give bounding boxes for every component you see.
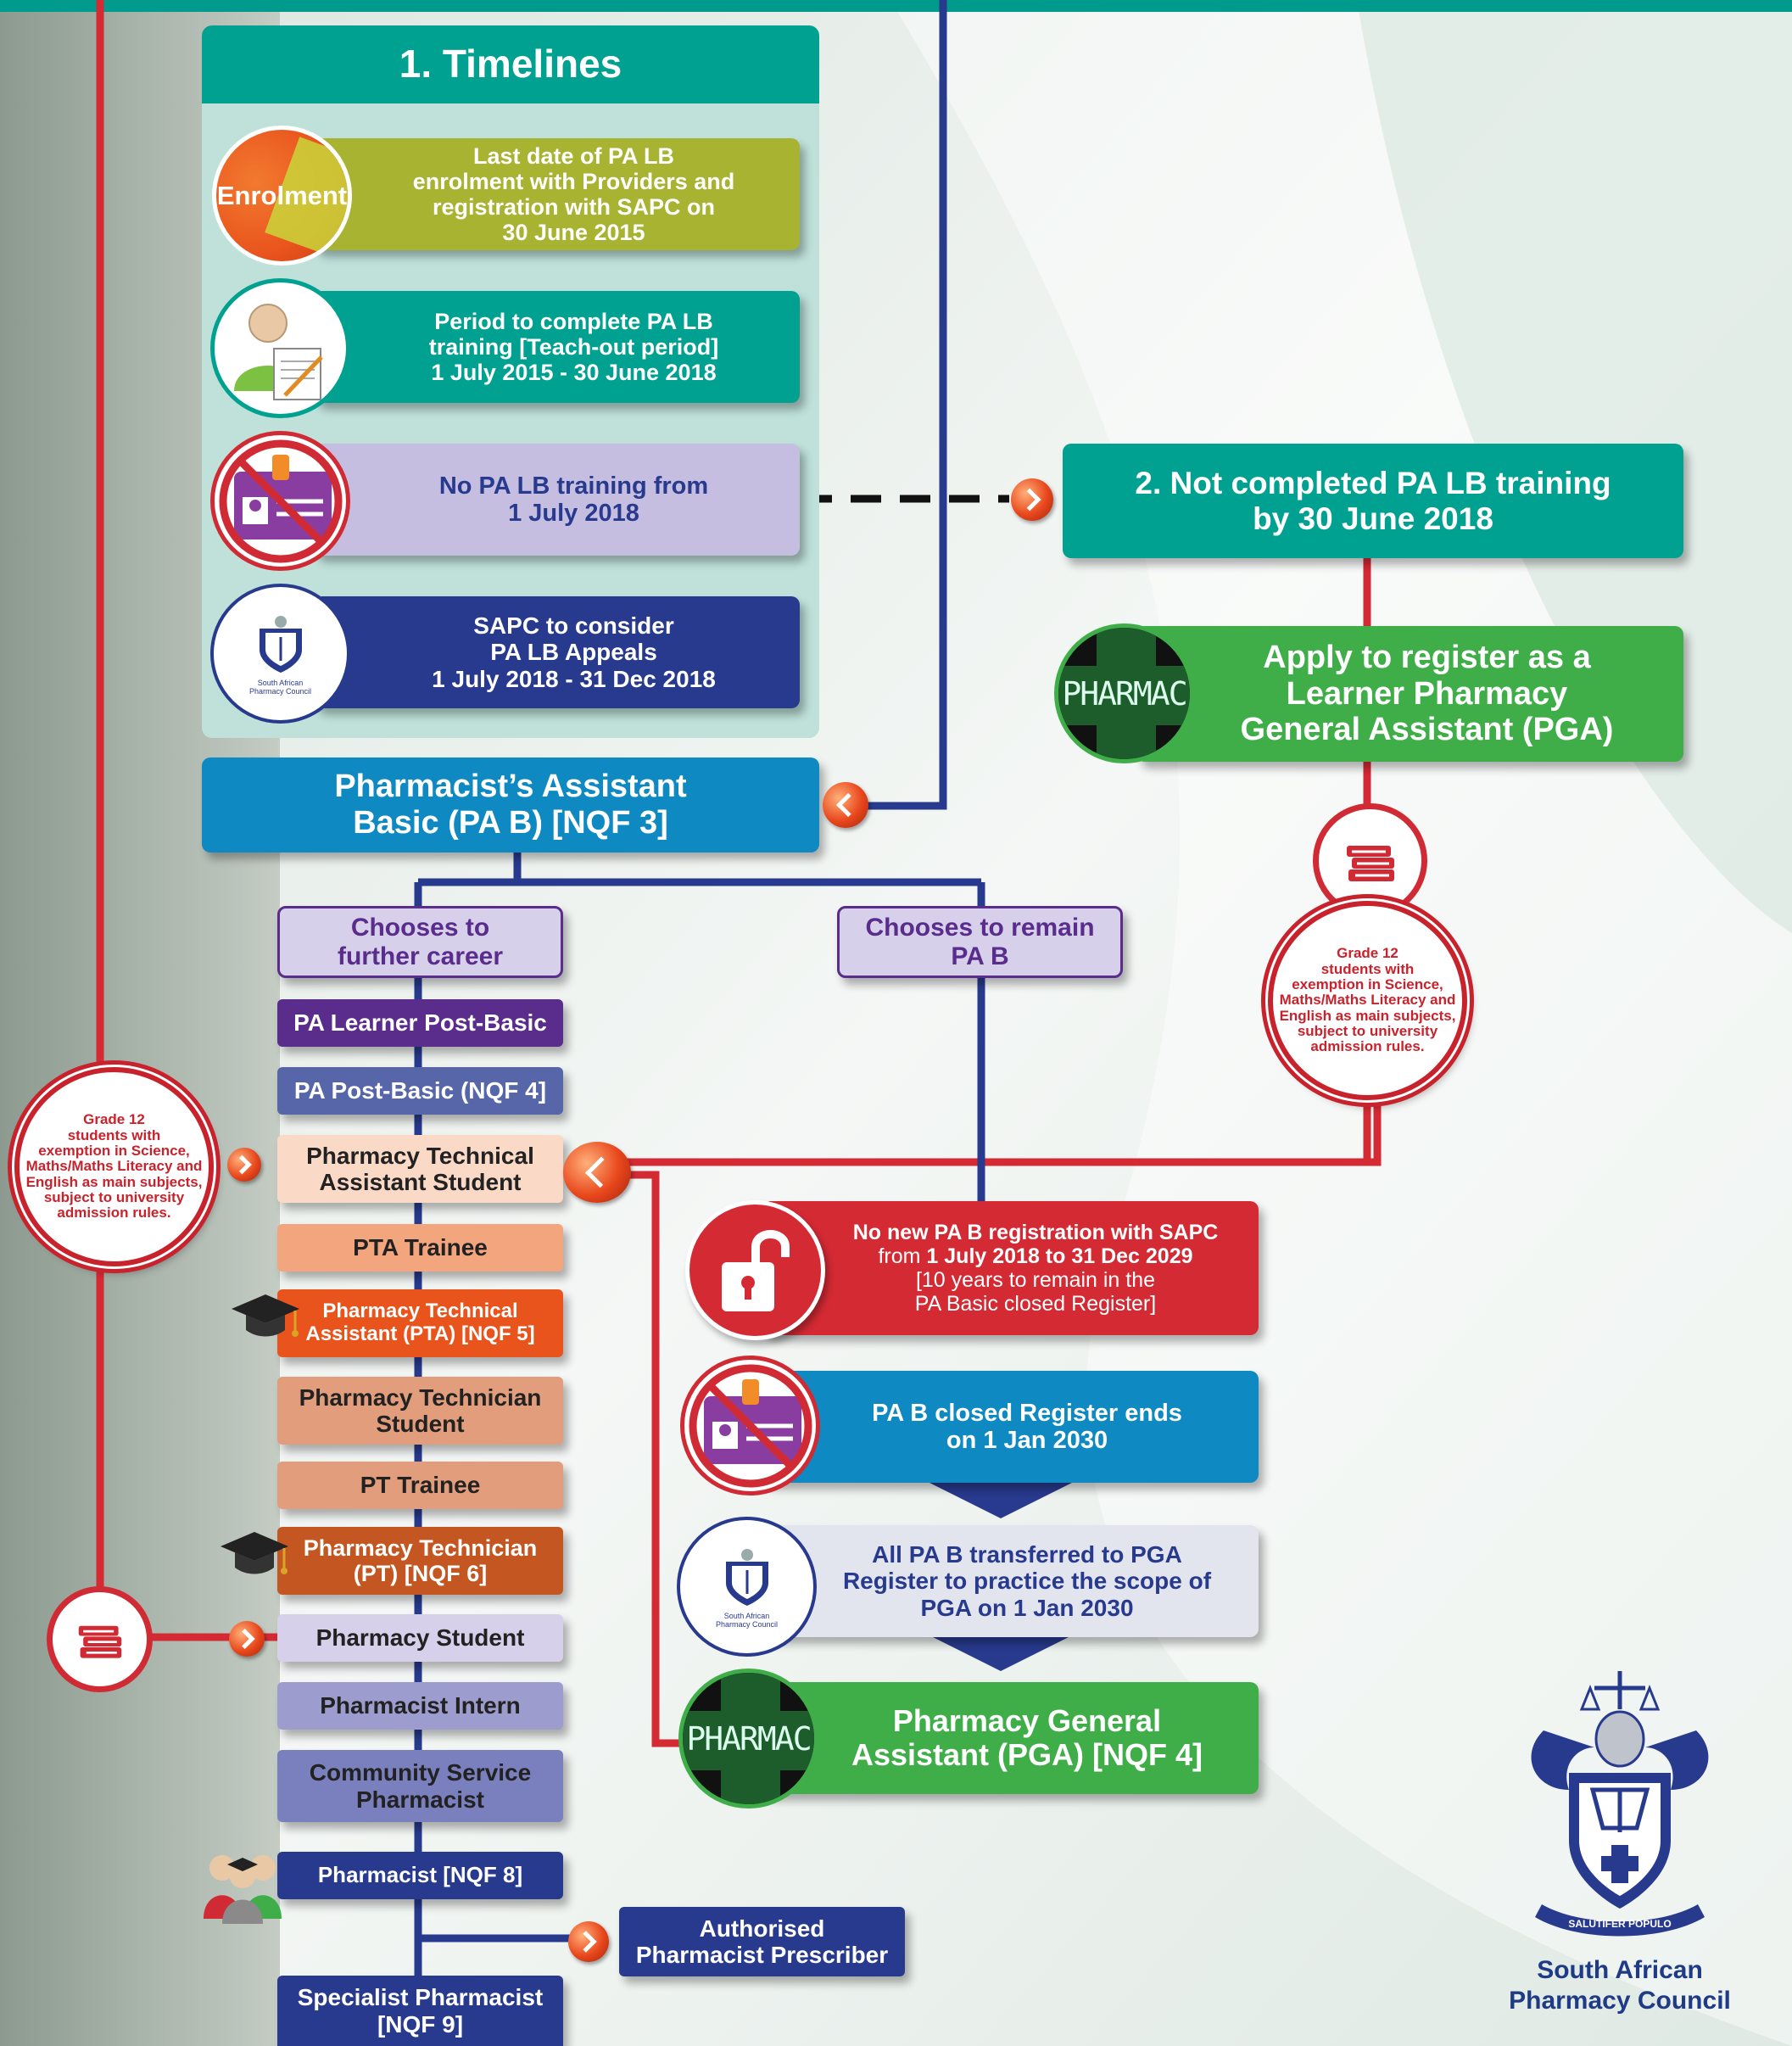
apply-learner-pga-box: Apply to register as a Learner Pharmacy … bbox=[1136, 626, 1683, 762]
open-padlock-icon bbox=[685, 1200, 825, 1340]
no-training-box: No PA LB training from 1 July 2018 bbox=[314, 444, 800, 556]
career-step-pta-student: Pharmacy Technical Assistant Student bbox=[277, 1135, 563, 1203]
career-step-pharmacy-technician: Pharmacy Technician (PT) [NQF 6] bbox=[277, 1527, 563, 1595]
cancelled-id-card-icon bbox=[210, 431, 350, 571]
pharmacy-sign-icon: PHARMAC bbox=[678, 1669, 818, 1808]
enrolment-box: Last date of PA LB enrolment with Provid… bbox=[314, 138, 800, 250]
teach-out-period-box: Period to complete PA LB training [Teach… bbox=[314, 291, 800, 403]
arrow-right-icon bbox=[568, 1921, 609, 1962]
no-new-registration-box: No new PA B registration with SAPC from … bbox=[762, 1201, 1259, 1335]
arrow-left-icon bbox=[823, 782, 868, 828]
person-notepad-icon bbox=[210, 278, 350, 418]
closed-register-ends-box: PA B closed Register ends on 1 Jan 2030 bbox=[762, 1371, 1259, 1483]
choice-further-career-box: Chooses to further career bbox=[277, 906, 563, 978]
career-step-pharmacist: Pharmacist [NQF 8] bbox=[277, 1852, 563, 1899]
timelines-title: 1. Timelines bbox=[202, 25, 819, 103]
sapc-seal-icon-small: South African Pharmacy Council bbox=[210, 584, 350, 724]
cancelled-id-card-icon bbox=[680, 1356, 820, 1495]
career-step-pharmacist-intern: Pharmacist Intern bbox=[277, 1682, 563, 1730]
career-step-pharmacy-student: Pharmacy Student bbox=[277, 1614, 563, 1662]
books-icon bbox=[1313, 803, 1427, 918]
authorised-pharmacist-prescriber-box: Authorised Pharmacist Prescriber bbox=[619, 1907, 905, 1976]
not-completed-box: 2. Not completed PA LB training by 30 Ju… bbox=[1063, 444, 1683, 558]
grade12-requirement-note-left: Grade 12 students with exemption in Scie… bbox=[14, 1067, 214, 1266]
career-step-pa-learner-post-basic: PA Learner Post-Basic bbox=[277, 999, 563, 1047]
career-step-community-service-pharmacist: Community Service Pharmacist bbox=[277, 1750, 563, 1822]
arrow-right-icon bbox=[1011, 478, 1053, 521]
career-step-pta-qualified: Pharmacy Technical Assistant (PTA) [NQF … bbox=[277, 1289, 563, 1357]
arrow-right-icon bbox=[229, 1621, 265, 1657]
arrow-right-icon bbox=[227, 1148, 261, 1182]
books-icon bbox=[47, 1586, 153, 1692]
graduation-cap-icon bbox=[216, 1525, 293, 1585]
arrow-left-icon bbox=[563, 1142, 631, 1203]
career-step-pta-trainee: PTA Trainee bbox=[277, 1224, 563, 1272]
grade12-requirement-note-right: Grade 12 students with exemption in Scie… bbox=[1268, 901, 1467, 1100]
sapc-coat-of-arms-logo: SALUTIFER POPULO bbox=[1510, 1663, 1730, 1951]
career-step-pt-trainee: PT Trainee bbox=[277, 1462, 563, 1509]
council-name: South African Pharmacy Council bbox=[1509, 1956, 1731, 2015]
appeals-box: SAPC to consider PA LB Appeals 1 July 20… bbox=[314, 596, 800, 708]
enrolment-icon: Enrolment bbox=[212, 126, 352, 266]
career-step-pa-post-basic: PA Post-Basic (NQF 4] bbox=[277, 1067, 563, 1115]
sapc-seal-icon-small: South African Pharmacy Council bbox=[677, 1517, 817, 1657]
svg-text:SALUTIFER POPULO: SALUTIFER POPULO bbox=[1568, 1918, 1671, 1930]
graduation-cap-icon bbox=[227, 1288, 304, 1347]
people-group-icon bbox=[197, 1841, 290, 1926]
transferred-to-pga-box: All PA B transferred to PGA Register to … bbox=[762, 1525, 1259, 1637]
pharmacy-sign-icon: PHARMAC bbox=[1054, 623, 1194, 763]
pga-final-box: Pharmacy General Assistant (PGA) [NQF 4] bbox=[762, 1682, 1259, 1794]
choice-remain-pa-b-box: Chooses to remain PA B bbox=[837, 906, 1123, 978]
career-step-pt-student: Pharmacy Technician Student bbox=[277, 1377, 563, 1445]
career-step-specialist-pharmacist: Specialist Pharmacist [NQF 9] bbox=[277, 1976, 563, 2046]
pa-basic-box: Pharmacist’s Assistant Basic (PA B) [NQF… bbox=[202, 757, 819, 852]
